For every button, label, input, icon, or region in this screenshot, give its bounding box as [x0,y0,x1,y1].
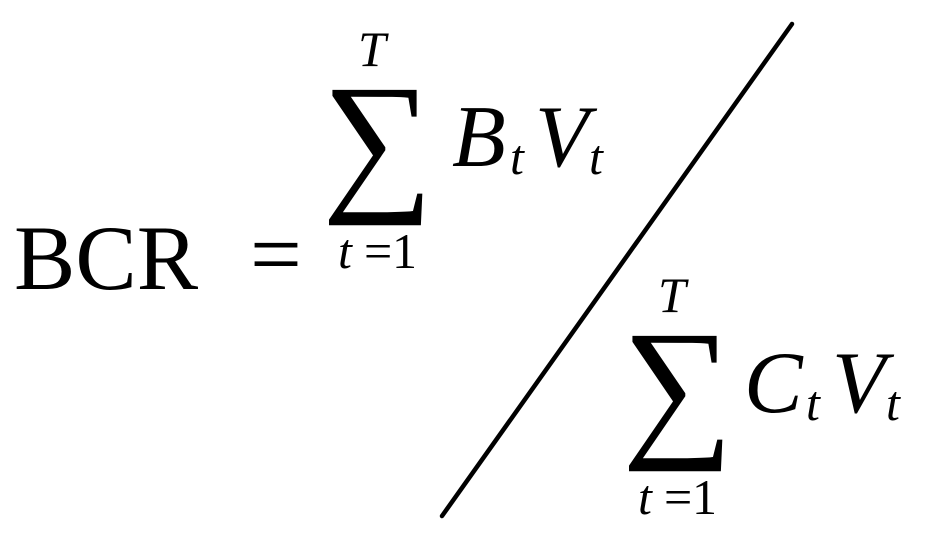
denominator-lower-limit-variable: t [638,469,652,525]
equals-sign: = [250,203,302,305]
numerator-term-benefit: B [452,89,506,186]
numerator-term-benefit-subscript: t [510,129,524,185]
numerator-term-discount-subscript: t [589,129,603,185]
denominator-term-discount-subscript: t [886,375,900,431]
numerator-lower-limit-value: 1 [392,223,417,279]
denominator-lower-limit-equals: = [664,469,693,525]
numerator-lower-limit-variable: t [338,223,352,279]
denominator-term-discount: V [832,335,886,432]
denominator-term-cost-subscript: t [806,375,820,431]
denominator-term-cost: C [744,335,803,432]
denominator-upper-limit: T [658,267,686,323]
numerator-upper-limit: T [358,21,386,77]
denominator-sum-symbol: ∑ [622,299,734,472]
numerator-lower-limit-equals: = [364,223,393,279]
numerator-term-discount: V [535,89,589,186]
numerator-sum-symbol: ∑ [322,53,434,226]
denominator-lower-limit-value: 1 [692,469,717,525]
ratio-label: BCR [14,207,199,309]
